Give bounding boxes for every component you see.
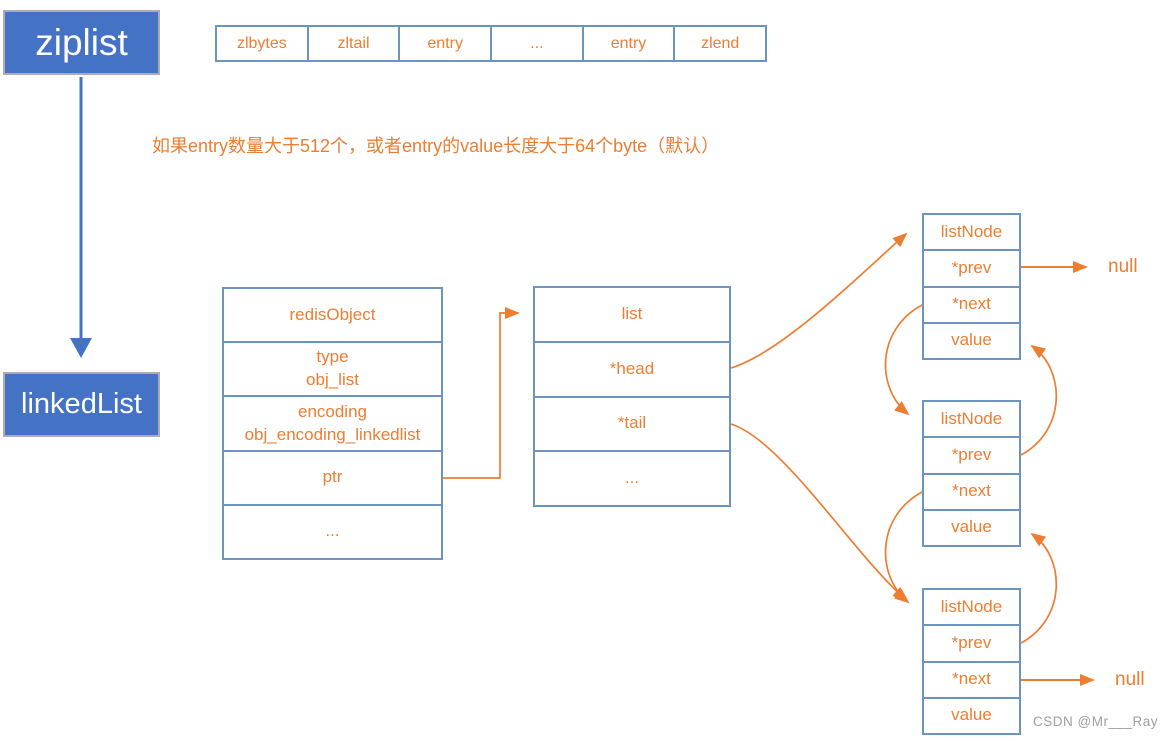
redis-object-row-type: type obj_list [224,341,441,395]
list-node-1-prev: *prev [924,249,1019,285]
list-node-2-title: listNode [940,408,1003,428]
list-node-1-table: listNode *prev *next value [922,213,1021,360]
null-label-top: null [1108,256,1138,277]
list-row-title: list [621,303,643,323]
list-node-2-value: value [924,508,1019,545]
list-node-3-value: value [924,696,1019,733]
arrow-node2-prev-to-node1-value [1020,344,1058,456]
ziplist-cell-ellipsis: ... [490,27,582,60]
arrow-ptr-to-list [443,307,520,479]
ziplist-box: ziplist [3,10,160,75]
redis-object-row-ptr: ptr [224,449,441,504]
linkedlist-box: linkedList [3,372,160,437]
arrow-node3-prev-to-node2-value [1020,532,1058,644]
ziplist-cell-zltail: zltail [306,27,399,60]
ziplist-cell-zlbytes: zlbytes [236,34,287,52]
list-node-3-title: listNode [940,596,1003,616]
arrow-tail-to-node3 [730,423,908,602]
list-node-3-prev: *prev [924,624,1019,660]
redis-object-table: redisObject type obj_list encoding obj_e… [222,287,443,560]
list-node-1-next: *next [924,285,1019,322]
redis-object-row-ellipsis: ... [224,503,441,558]
watermark-text: CSDN @Mr___Ray [1033,714,1158,729]
ziplist-cell-entry-1: entry [398,27,490,60]
list-node-2-next: *next [924,472,1019,509]
ziplist-cell-entry-2: entry [581,27,674,60]
linkedlist-box-label: linkedList [21,388,142,420]
redis-object-row-encoding: encoding obj_encoding_linkedlist [224,395,441,449]
list-node-3-next: *next [924,660,1019,697]
list-node-1-value: value [924,321,1019,358]
arrow-head-to-node1 [730,232,908,369]
list-row-tail: *tail [535,395,729,451]
ziplist-layout-strip: zlbytes zltail entry ... entry zlend [215,25,767,62]
ziplist-cell-zlend: zlend [673,27,765,60]
list-node-2-prev: *prev [924,436,1019,472]
list-node-1-title: listNode [940,221,1003,241]
arrow-node1-next-to-node2 [884,304,923,416]
list-node-3-table: listNode *prev *next value [922,588,1021,735]
arrow-node2-next-to-node3 [884,491,923,604]
list-row-ellipsis: ... [535,450,729,505]
redis-object-row-title: redisObject [289,304,376,324]
conversion-condition-note: 如果entry数量大于512个，或者entry的value长度大于64个byte… [152,136,720,156]
null-label-bottom: null [1115,669,1145,690]
list-row-head: *head [535,340,729,396]
list-node-2-table: listNode *prev *next value [922,400,1021,547]
ziplist-box-label: ziplist [35,21,128,63]
list-table: list *head *tail ... [533,286,731,507]
